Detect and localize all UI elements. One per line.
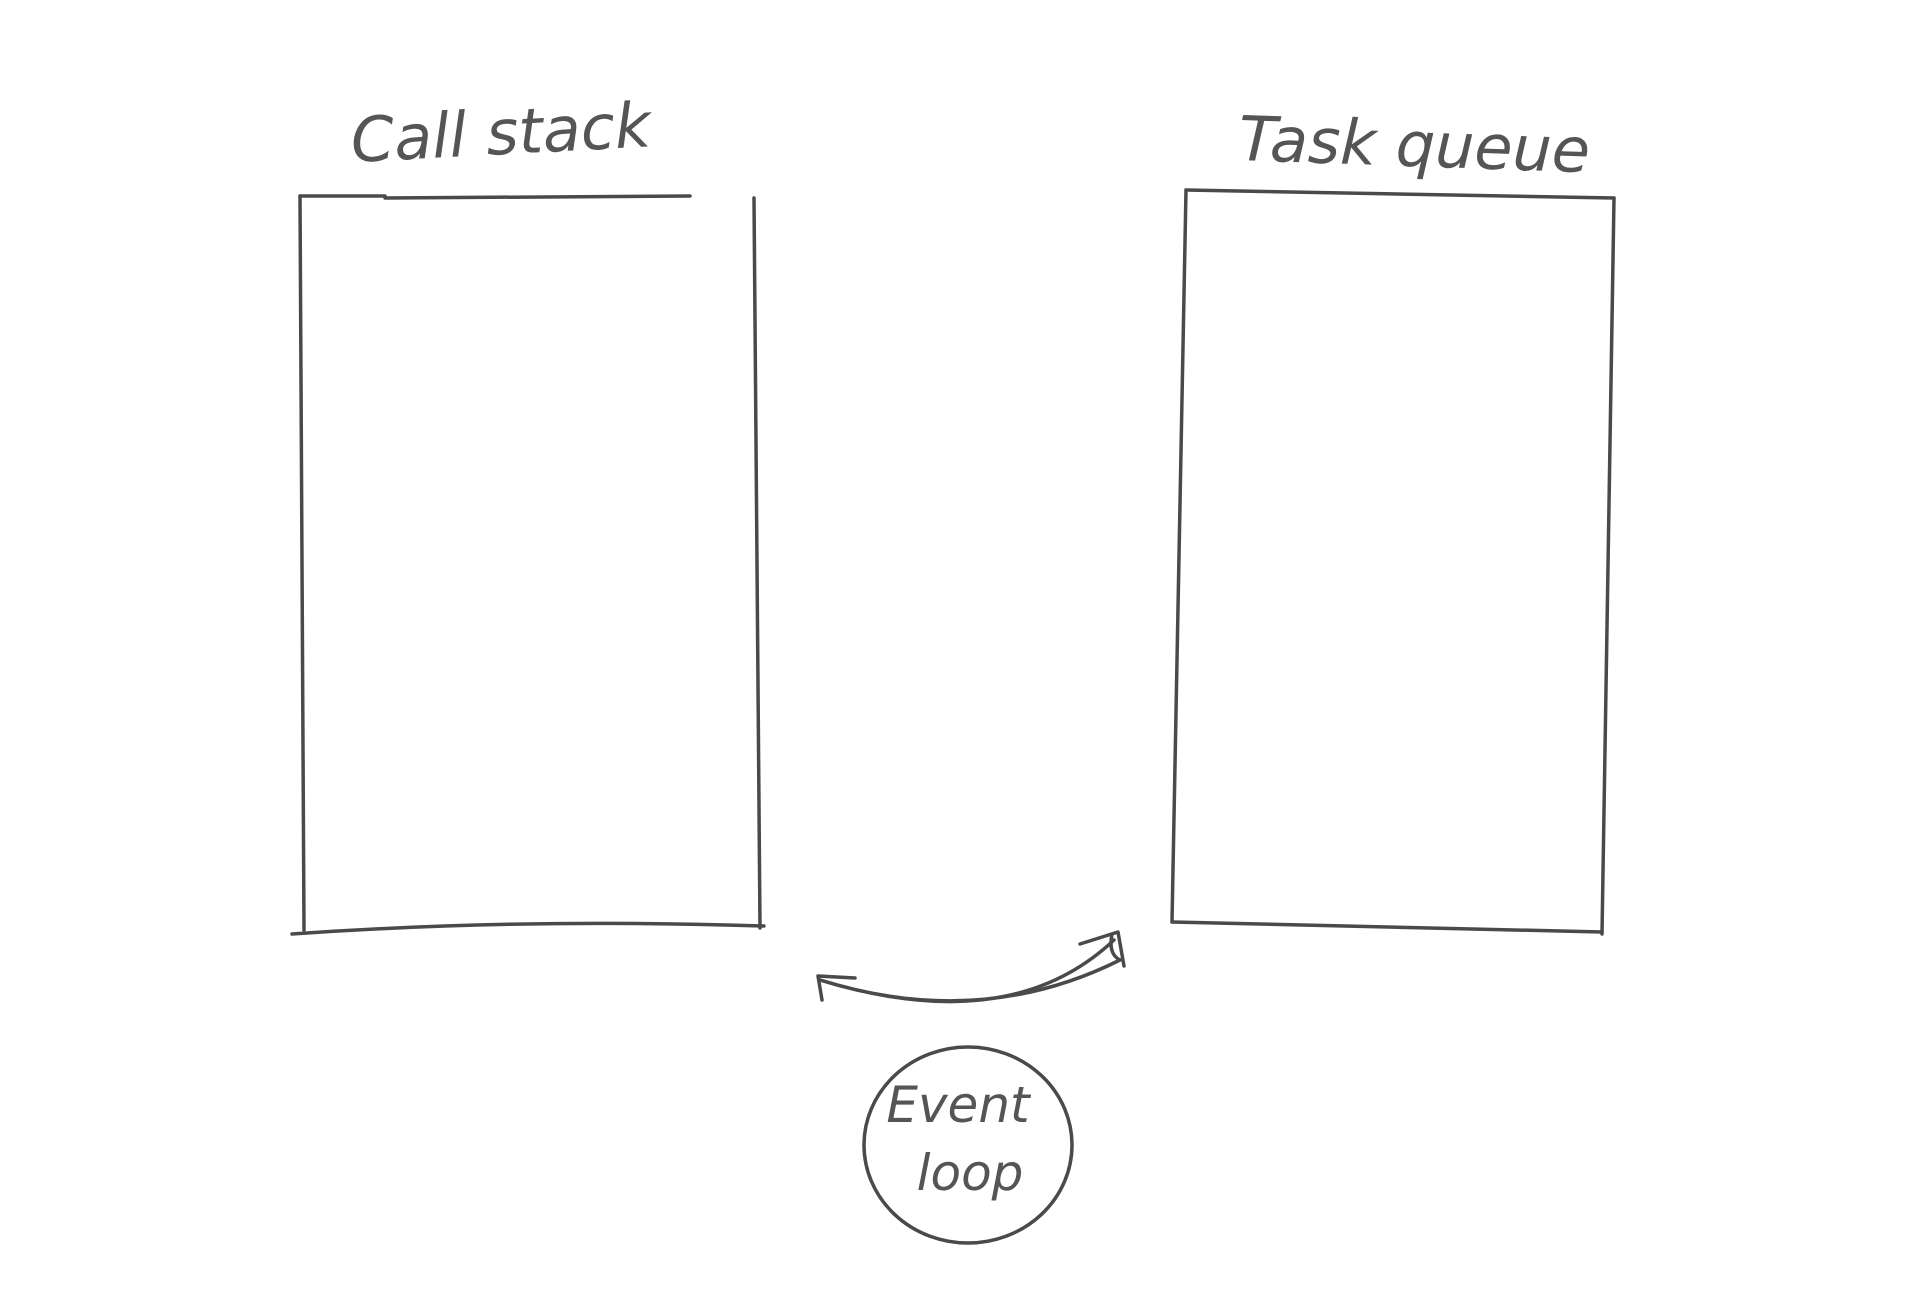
event-loop-label-line1: Event xyxy=(886,1076,1032,1134)
call-stack-box xyxy=(290,194,766,936)
event-loop-node: Event loop xyxy=(862,1045,1074,1245)
task-queue-box xyxy=(1170,188,1616,936)
call-stack-label: Call stack xyxy=(349,88,655,177)
task-queue-label: Task queue xyxy=(1237,102,1591,187)
event-loop-arrow xyxy=(816,930,1126,1004)
event-loop-label-line2: loop xyxy=(917,1144,1024,1202)
